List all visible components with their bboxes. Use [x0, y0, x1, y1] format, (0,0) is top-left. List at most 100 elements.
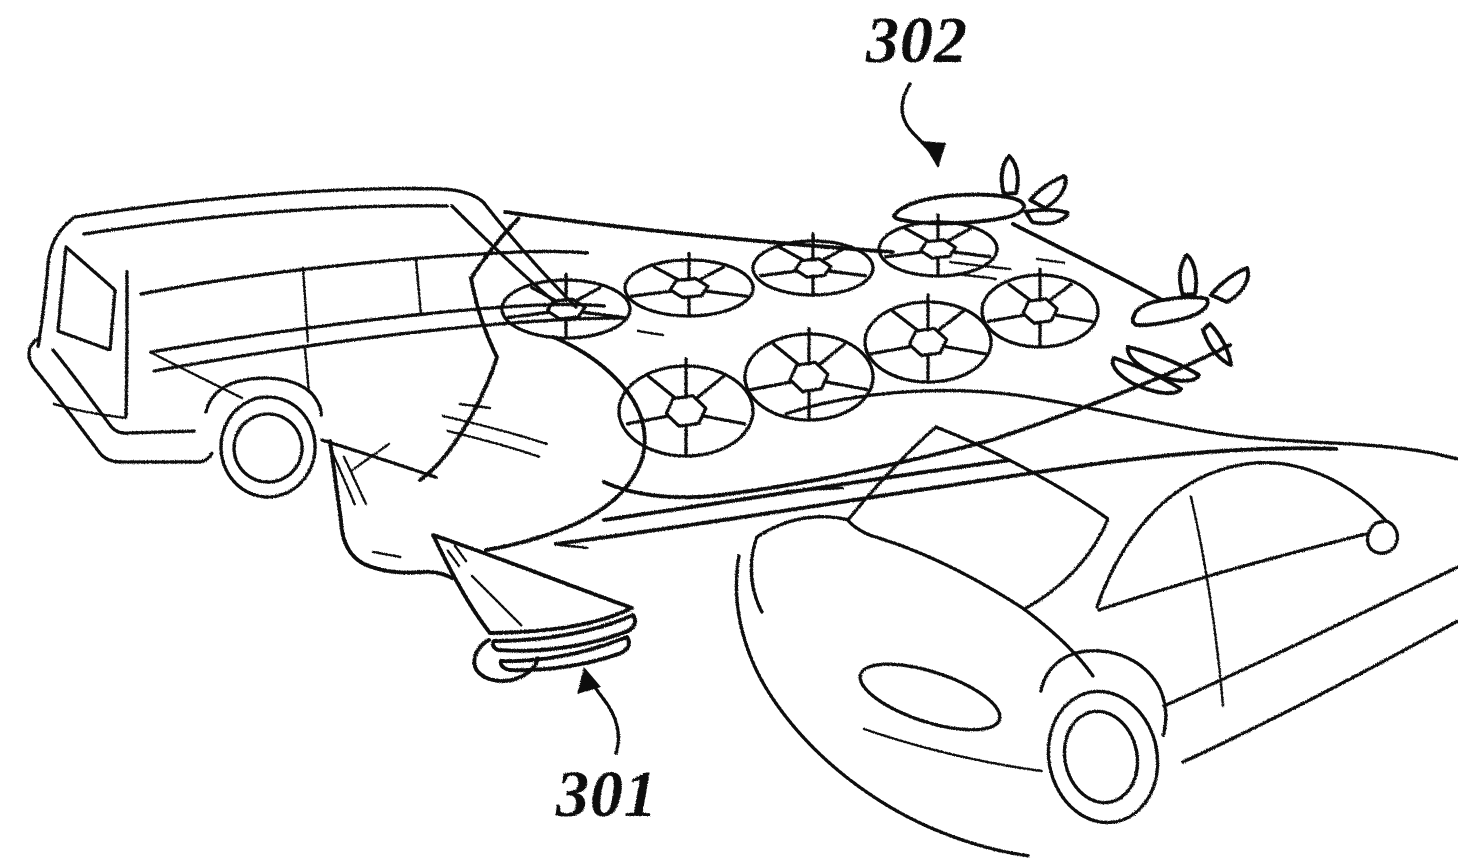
rotor-spoke: [793, 257, 833, 279]
nose-contour-line-1: [330, 450, 357, 507]
sedan-tire: [1046, 689, 1160, 825]
wing-tip-underside: [469, 276, 499, 359]
lift-rotor: [617, 357, 755, 458]
aft-body-sweep-long: [554, 446, 1340, 546]
rotor-spoke: [821, 245, 849, 262]
rotor-spoke: [506, 310, 550, 320]
dash: [948, 260, 1012, 271]
sedan-rear-window: [846, 425, 1110, 611]
dash: [954, 272, 998, 281]
minivan-bumper-inner: [51, 348, 198, 435]
rotor-spoke: [777, 245, 805, 262]
sedan-roofline: [784, 388, 1458, 461]
minivan-door-divider-front: [414, 257, 423, 317]
wing-edge-between-pods: [1011, 222, 1164, 302]
rotor-spoke: [1005, 281, 1032, 302]
dash: [636, 329, 665, 337]
sedan-taillight: [858, 662, 1002, 732]
canard-layer-2: [491, 613, 638, 653]
canard-crease: [470, 574, 524, 628]
sedan-beltline: [1097, 532, 1368, 612]
folded-blade-1: [1125, 345, 1201, 383]
reference-annotations: 302 301: [555, 4, 968, 831]
sedan-wheel-rim: [1062, 709, 1140, 805]
folded-blade-2: [1110, 356, 1183, 396]
wingtip-propeller-pod-upper: [892, 154, 1070, 226]
rotor-spoke: [944, 344, 987, 356]
sedan-greenhouse-arc: [1095, 460, 1388, 609]
reference-label-301: 301: [555, 758, 658, 831]
rotor-spoke: [946, 226, 973, 243]
rotor-spoke: [825, 380, 869, 392]
rotor-spoke: [698, 264, 727, 282]
wing-trailing-edge: [602, 343, 1232, 500]
minivan-tailgate-bottom-seam: [52, 402, 128, 420]
sedan-rocker-line-lower: [1181, 619, 1458, 764]
rotor-spoke: [1048, 281, 1075, 302]
detail-dashes: [371, 257, 1068, 559]
dash: [784, 486, 846, 493]
minivan-quarter-crease: [148, 350, 244, 400]
rotor-spoke: [891, 309, 919, 332]
canard-layer-3: [498, 635, 631, 673]
reference-label-302: 302: [865, 4, 968, 77]
folded-canard: [431, 533, 638, 683]
rotor-spoke: [882, 250, 923, 259]
canard-tick-1: [446, 549, 461, 568]
minivan-tailgate-edge: [124, 270, 129, 419]
rotor-spoke: [953, 250, 994, 259]
fuselage-left-edge: [418, 355, 499, 482]
lift-rotor: [751, 231, 875, 297]
rotor-spoke: [907, 326, 949, 358]
rotor-spoke: [788, 360, 830, 394]
sedan-decklid-left-edge: [749, 535, 764, 614]
propeller-blade-upright: [1209, 266, 1250, 304]
canard-fold-edge: [488, 606, 634, 635]
rotor-spoke: [818, 342, 847, 366]
canard-foot: [472, 638, 540, 683]
rotor-spoke: [668, 276, 710, 300]
sedan-rear-corner: [734, 554, 1032, 858]
cockpit-side-curve: [484, 335, 647, 552]
evtol-aircraft: [328, 154, 1340, 683]
rotor-spoke: [869, 344, 912, 356]
lift-rotor-array: [500, 212, 1100, 458]
minivan-door-divider-rear: [301, 266, 310, 345]
canard-left-edge: [431, 533, 492, 635]
dash: [371, 550, 403, 559]
dash: [441, 414, 549, 446]
minivan-beltline: [152, 316, 628, 373]
minivan-rear-window: [56, 245, 117, 352]
canard-tick-2: [453, 544, 468, 563]
rotor-spoke: [646, 374, 676, 399]
minivan: [27, 186, 628, 499]
minivan-rear-tire: [219, 395, 317, 499]
propeller-blade-upright: [1028, 174, 1068, 210]
minivan-quarter-seam: [303, 346, 311, 395]
rotor-spoke: [749, 380, 793, 392]
rotor-spoke: [771, 342, 800, 366]
sedan-bumper-crease: [862, 727, 1044, 773]
lift-rotor: [623, 250, 755, 318]
rotor-spoke: [757, 269, 798, 278]
rotor-spoke: [629, 289, 673, 298]
rotor-spoke: [696, 374, 726, 399]
rotor-spoke: [528, 285, 557, 302]
rotor-spoke: [703, 414, 749, 426]
rotor-spoke: [651, 264, 680, 282]
rotor-spoke: [664, 394, 708, 428]
rotor-spoke: [575, 285, 604, 302]
wing-tip-edge: [469, 215, 522, 280]
canard-top-edge: [431, 533, 634, 610]
rotor-spoke: [1021, 297, 1059, 325]
minivan-roof-ridge: [73, 186, 486, 219]
rotor-spoke: [1054, 313, 1095, 324]
dash: [558, 543, 591, 550]
dash: [458, 402, 492, 410]
dash: [1035, 257, 1068, 265]
rotor-spoke: [828, 269, 869, 278]
minivan-wheel-arch: [204, 376, 323, 419]
minivan-bumper-outer: [27, 336, 214, 464]
arrowhead-302: [922, 141, 946, 168]
